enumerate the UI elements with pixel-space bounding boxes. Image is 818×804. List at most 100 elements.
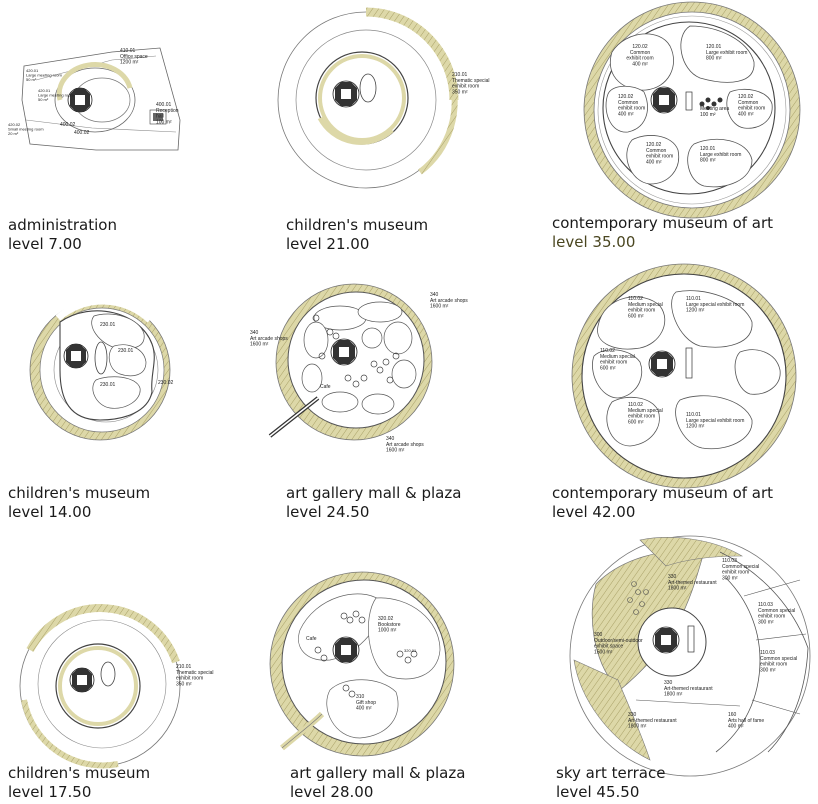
room-label-line: exhibit room [452,84,479,90]
room-label-line: Office space [120,54,148,60]
room-label-line: 300 m² [722,575,738,581]
room-label-line: 330 [664,680,673,686]
room-label-line: 600 m² [628,419,644,425]
room-label-line: Common special [758,608,795,614]
room-label-line: 1600 m² [430,304,449,310]
core-stair-icon [332,80,360,108]
room-label-line: 1000 m² [378,628,397,634]
room-label-line: 230.01 [118,348,134,354]
room-label-line: 100 m² [156,119,172,125]
room-label-line: exhibit room [628,308,655,314]
plan-level: level 35.00 [552,233,636,251]
caption-panel-8: art gallery mall & plaza level 28.00 [290,764,465,802]
room-label-line: Arts hall of fame [728,718,764,724]
core-stair-icon [650,86,678,114]
caption-panel-7: children's museum level 17.50 [8,764,150,802]
room-label-line: 110.02 [600,348,615,354]
room-label-line: 350 m² [176,681,192,687]
plan-childrens-museum-14 [29,297,171,441]
core-stair-icon [67,87,93,113]
room-label-line: Art-themed restaurant [664,686,713,692]
room-label: 230.01 [118,348,134,354]
room-label-line: exhibit room [600,360,627,366]
plan-administration-7 [21,47,181,151]
caption-panel-4: children's museum level 14.00 [8,484,150,522]
room-label-line: 400 m² [632,61,648,67]
room-label-line: 110.01 [686,296,701,302]
room-label-line: Thematic special [452,78,490,84]
room-label-line: 230.01 [100,382,116,388]
room-label-line: 110.02 [628,296,643,302]
room-label-line: Common [646,148,667,154]
room-label-line: 210.01 [176,664,192,670]
room-label-line: Common special [722,564,759,570]
room-label-line: exhibit room [646,154,673,160]
room-label-line: Art-themed restaurant [668,580,717,586]
plan-contemporary-museum-35 [583,1,801,219]
room-label-line: 340 [430,292,439,298]
room-label-line: 400 m² [356,706,372,712]
room-label-line: 1200 m² [686,424,705,430]
room-label-line: 50 m² [38,97,49,102]
room-label-line: 340 [386,436,395,442]
tree-cluster-icon [312,314,400,388]
room-label-line: 230.02 [158,380,174,386]
room-label-line: 320.02 [378,616,394,622]
room-label-line: 800 m² [706,56,722,62]
room-label-line: 400 m² [728,724,744,730]
room-label-line: Art arcade shops [430,298,468,304]
room-label-line: Large exhibit room [706,50,747,56]
room-label-line: Cafe [306,636,317,642]
room-label-line: Thematic special [176,670,214,676]
room-label-line: Art arcade shops [250,336,288,342]
room-label-line: 300 m² [760,667,776,673]
tree-cluster-icon [627,581,649,615]
room-label-line: Common special [760,656,797,662]
core-stair-icon [63,343,89,369]
room-label-line: exhibit space [594,644,623,650]
plan-level: level 7.00 [8,235,82,253]
room-label-line: 1200 m² [120,60,139,66]
plan-level: level 14.00 [8,503,92,521]
room-label-line: 110.01 [686,412,701,418]
room-label-line: exhibit room [618,106,645,112]
room-label-line: Common [618,100,639,106]
room-label-line: 160 [728,712,737,718]
core-stair-icon [330,338,358,366]
room-label-line: 320.01 [404,648,417,653]
core-stair-icon [652,626,680,654]
plan-level: level 17.50 [8,783,92,801]
room-label-line: 1800 m² [664,692,683,698]
room-label-line: 420.01 [38,88,51,93]
room-label-line: Gift shop [356,700,376,706]
plan-title: sky art terrace [556,764,666,782]
room-label: Cafe [306,636,317,642]
room-label-line: Common [738,100,759,106]
room-label-line: 340 [250,330,259,336]
room-label-line: 420.02 [8,122,21,127]
room-label-line: 400 m² [646,159,662,165]
caption-panel-3: contemporary museum of art level 35.00 [552,214,773,252]
room-label-line: 110.03 [760,650,775,656]
plan-title: contemporary museum of art [552,484,774,502]
room-label: 230.02 [158,380,174,386]
room-label-line: 110.03 [758,602,773,608]
room-label-line: 330 [668,574,677,580]
caption-panel-5: art gallery mall & plaza level 24.50 [286,484,461,522]
room-label: 400.02 [74,130,90,136]
room-label-line: 300 m² [758,619,774,625]
